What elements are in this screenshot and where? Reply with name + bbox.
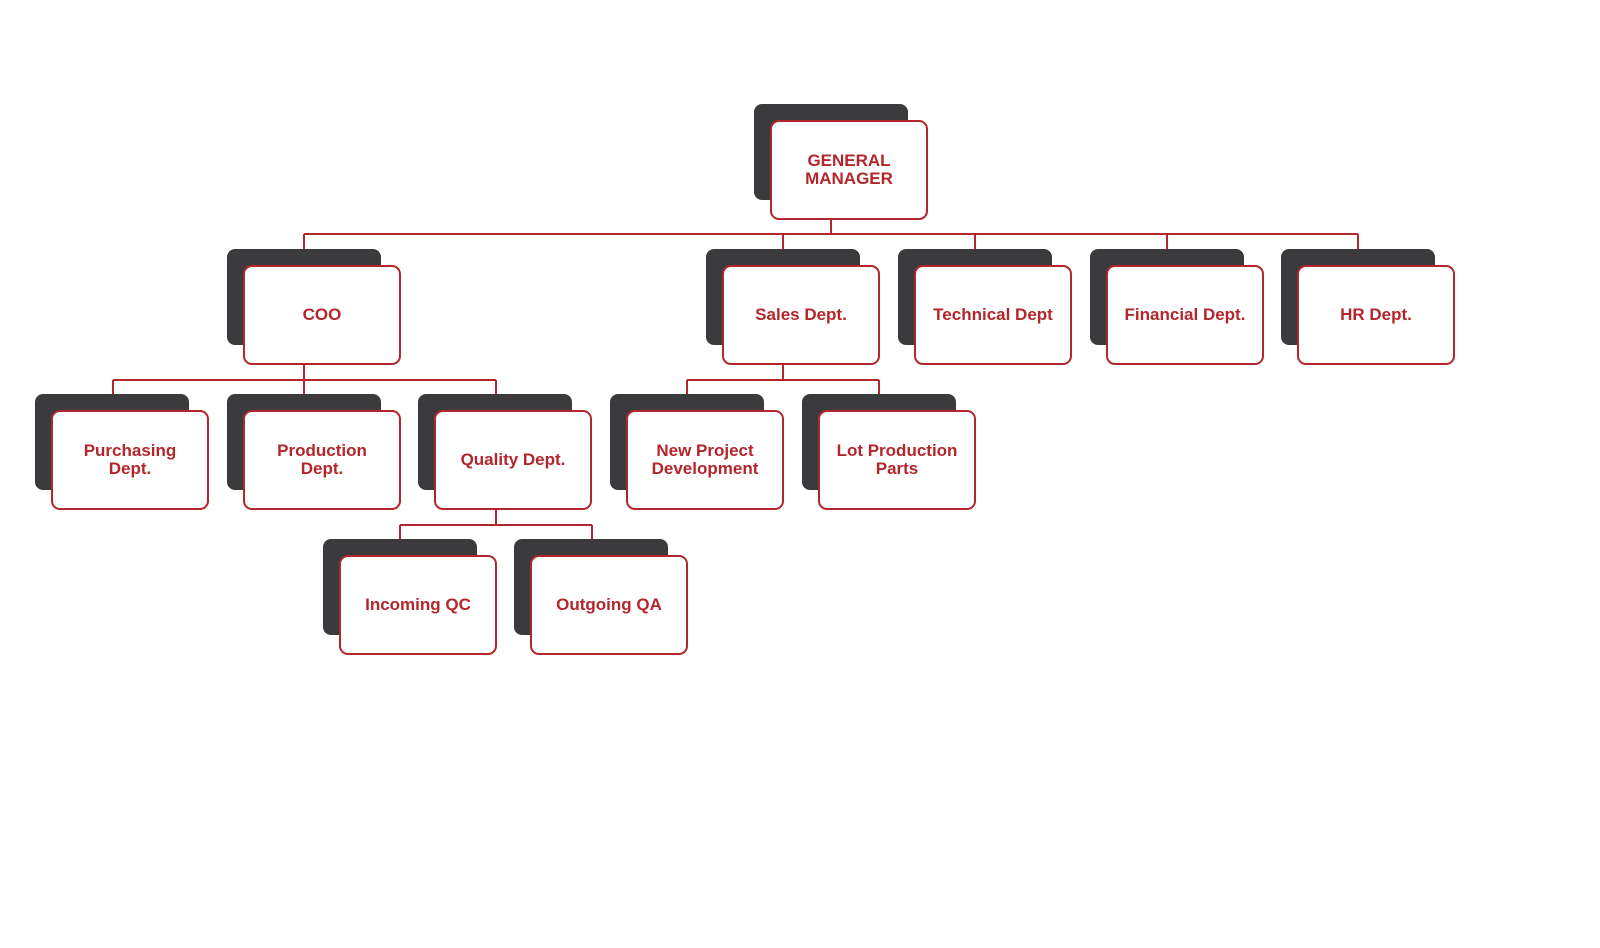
node-label: Production Dept. (277, 441, 367, 478)
node-general-manager: GENERAL MANAGER (754, 104, 928, 220)
node-label: Sales Dept. (755, 305, 847, 324)
node-financial: Financial Dept. (1090, 249, 1264, 365)
node-outgoing-qa: Outgoing QA (514, 539, 688, 655)
node-label: COO (302, 305, 342, 324)
node-label: Incoming QC (365, 595, 471, 614)
node-incoming-qc: Incoming QC (323, 539, 497, 655)
node-label: New Project Development (651, 441, 759, 478)
node-technical: Technical Dept (898, 249, 1072, 365)
node-coo: COO (227, 249, 401, 365)
node-new-project: New Project Development (610, 394, 784, 510)
node-sales: Sales Dept. (706, 249, 880, 365)
connector-sales (686, 365, 880, 396)
node-hr: HR Dept. (1281, 249, 1455, 365)
node-label: HR Dept. (1340, 305, 1412, 324)
connector-coo (112, 365, 497, 396)
node-label: Financial Dept. (1124, 305, 1246, 324)
connector-quality (399, 510, 593, 541)
node-label: Purchasing Dept. (83, 441, 177, 478)
node-label: Quality Dept. (460, 450, 566, 469)
node-label: Lot Production Parts (836, 441, 958, 478)
node-lot-production: Lot Production Parts (802, 394, 976, 510)
node-label: GENERAL MANAGER (805, 151, 893, 188)
node-label: Outgoing QA (556, 595, 662, 614)
node-purchasing: Purchasing Dept. (35, 394, 209, 510)
node-quality: Quality Dept. (418, 394, 592, 510)
node-label: Technical Dept (933, 305, 1053, 324)
node-production: Production Dept. (227, 394, 401, 510)
connector-gm (303, 220, 1359, 250)
